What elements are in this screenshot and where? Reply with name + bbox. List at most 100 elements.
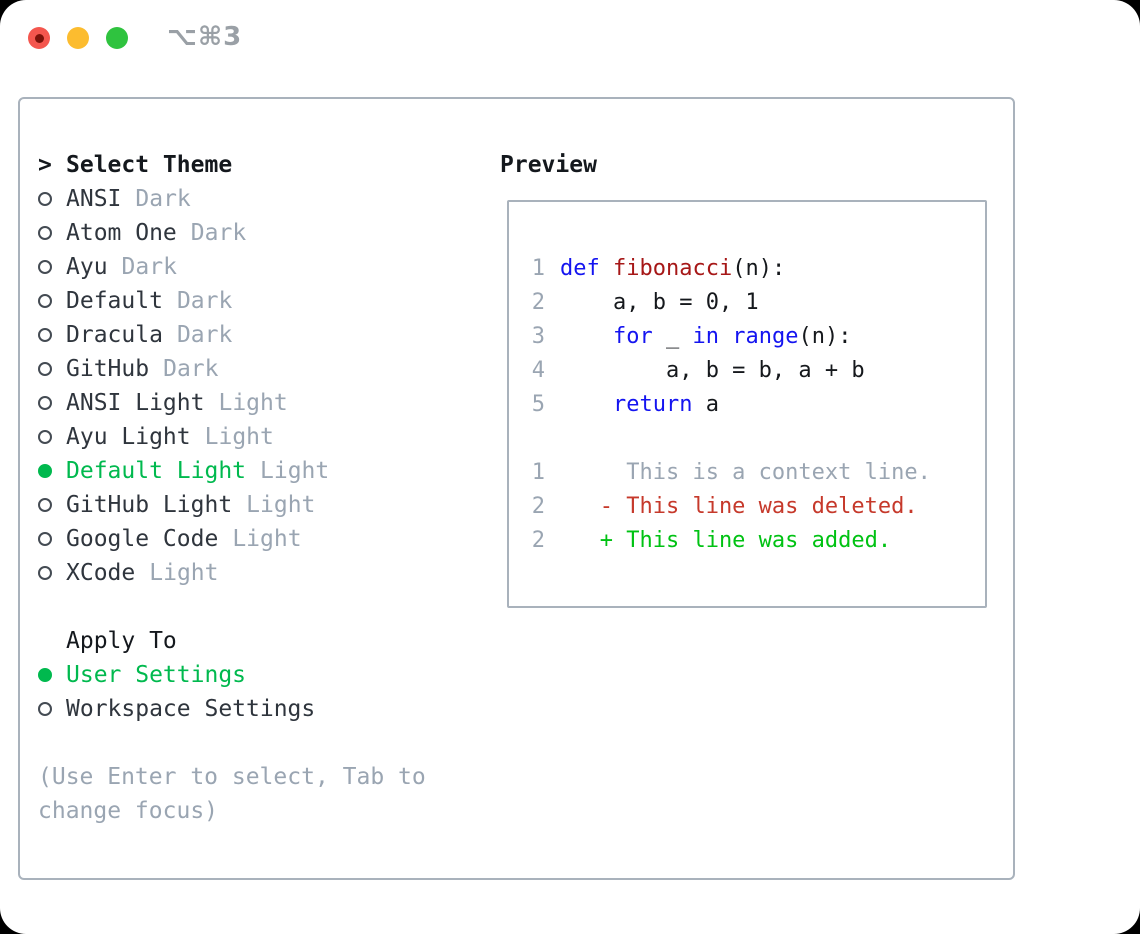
code-segment-plain	[560, 392, 613, 417]
code-segment-plain	[719, 324, 732, 349]
radio-marker	[38, 702, 66, 716]
theme-variant-tag: Light	[149, 560, 219, 586]
hint-text-line1: (Use Enter to select, Tab to	[38, 764, 426, 790]
code-segment-plain: (n):	[732, 255, 786, 281]
radio-marker	[38, 430, 66, 444]
close-button[interactable]	[28, 27, 50, 49]
theme-name: GitHub Light	[66, 492, 233, 518]
spacer	[38, 726, 488, 760]
radio-unselected-icon	[38, 566, 52, 580]
select-theme-header: > Select Theme	[38, 148, 488, 182]
code-line: 3 for _ in range(n):	[531, 319, 985, 353]
radio-marker	[38, 668, 66, 682]
code-segment-plain: a	[692, 391, 719, 417]
apply-to-option-label: Workspace Settings	[66, 696, 316, 722]
code-segment-plain: _	[652, 323, 693, 349]
radio-marker	[38, 498, 66, 512]
code-line: 5 return a	[531, 387, 985, 421]
theme-option[interactable]: Atom One Dark	[38, 216, 488, 250]
code-line	[531, 421, 985, 455]
theme-variant-tag: Dark	[190, 220, 247, 246]
radio-unselected-icon	[38, 226, 52, 240]
theme-variant-tag: Dark	[176, 288, 233, 314]
theme-variant-tag: Light	[204, 424, 274, 450]
radio-unselected-icon	[38, 430, 52, 444]
line-number: 3	[531, 323, 545, 349]
close-dot-icon	[34, 33, 44, 43]
theme-option[interactable]: Ayu Light Light	[38, 420, 488, 454]
theme-name: Default Light	[66, 458, 247, 484]
line-number: 1	[531, 459, 545, 485]
line-number: 2	[531, 527, 545, 553]
code-line: 1 This is a context line.	[531, 455, 985, 489]
prompt-icon: >	[38, 152, 52, 178]
radio-marker	[38, 566, 66, 580]
code-line: 2 - This line was deleted.	[531, 489, 985, 523]
radio-unselected-icon	[38, 260, 52, 274]
apply-to-option[interactable]: User Settings	[38, 658, 488, 692]
theme-variant-tag: Light	[260, 458, 330, 484]
theme-variant-tag: Light	[232, 526, 302, 552]
spacer	[38, 590, 488, 624]
code-segment-plain	[560, 324, 613, 349]
theme-name: Ayu Light	[66, 424, 191, 450]
theme-name: ANSI	[66, 186, 122, 212]
zoom-button[interactable]	[106, 27, 128, 49]
radio-marker	[38, 260, 66, 274]
theme-variant-tag: Dark	[163, 356, 219, 382]
theme-option[interactable]: Google Code Light	[38, 522, 488, 556]
apply-to-option-label: User Settings	[66, 662, 247, 688]
apply-to-header: Apply To	[38, 624, 488, 658]
radio-unselected-icon	[38, 294, 52, 308]
radio-marker	[38, 396, 66, 410]
select-theme-title: Select Theme	[66, 152, 233, 178]
radio-marker	[38, 464, 66, 478]
line-number: 2	[531, 289, 545, 315]
theme-option[interactable]: Default Light Light	[38, 454, 488, 488]
line-number: 2	[531, 493, 545, 519]
radio-unselected-icon	[38, 532, 52, 546]
preview-title: Preview	[500, 152, 597, 178]
radio-selected-icon	[38, 464, 52, 478]
traffic-lights	[28, 27, 128, 49]
theme-name: Google Code	[66, 526, 219, 552]
radio-marker	[38, 532, 66, 546]
code-segment-kw: def	[560, 255, 600, 281]
code-segment-plain	[600, 256, 613, 281]
theme-name: GitHub	[66, 356, 150, 382]
code-segment-fn: fibonacci	[613, 255, 733, 281]
theme-name: Dracula	[66, 322, 163, 348]
theme-name: Atom One	[66, 220, 177, 246]
window-shortcut-label: ⌥⌘3	[167, 22, 243, 52]
code-line: 2 a, b = 0, 1	[531, 285, 985, 319]
code-line: 2 + This line was added.	[531, 523, 985, 557]
radio-unselected-icon	[38, 396, 52, 410]
radio-marker	[38, 294, 66, 308]
radio-unselected-icon	[38, 192, 52, 206]
apply-to-option[interactable]: Workspace Settings	[38, 692, 488, 726]
theme-option[interactable]: Dracula Dark	[38, 318, 488, 352]
minimize-button[interactable]	[67, 27, 89, 49]
code-segment-add: + This line was added.	[560, 527, 892, 553]
radio-unselected-icon	[38, 328, 52, 342]
radio-marker	[38, 362, 66, 376]
code-segment-plain: a, b = 0, 1	[560, 289, 759, 315]
theme-name: Ayu	[66, 254, 108, 280]
theme-option[interactable]: GitHub Dark	[38, 352, 488, 386]
theme-option[interactable]: Default Dark	[38, 284, 488, 318]
line-number: 4	[531, 357, 545, 383]
theme-variant-tag: Dark	[176, 322, 233, 348]
code-segment-kw: return	[612, 391, 693, 417]
theme-name: Default	[66, 288, 163, 314]
radio-marker	[38, 328, 66, 342]
